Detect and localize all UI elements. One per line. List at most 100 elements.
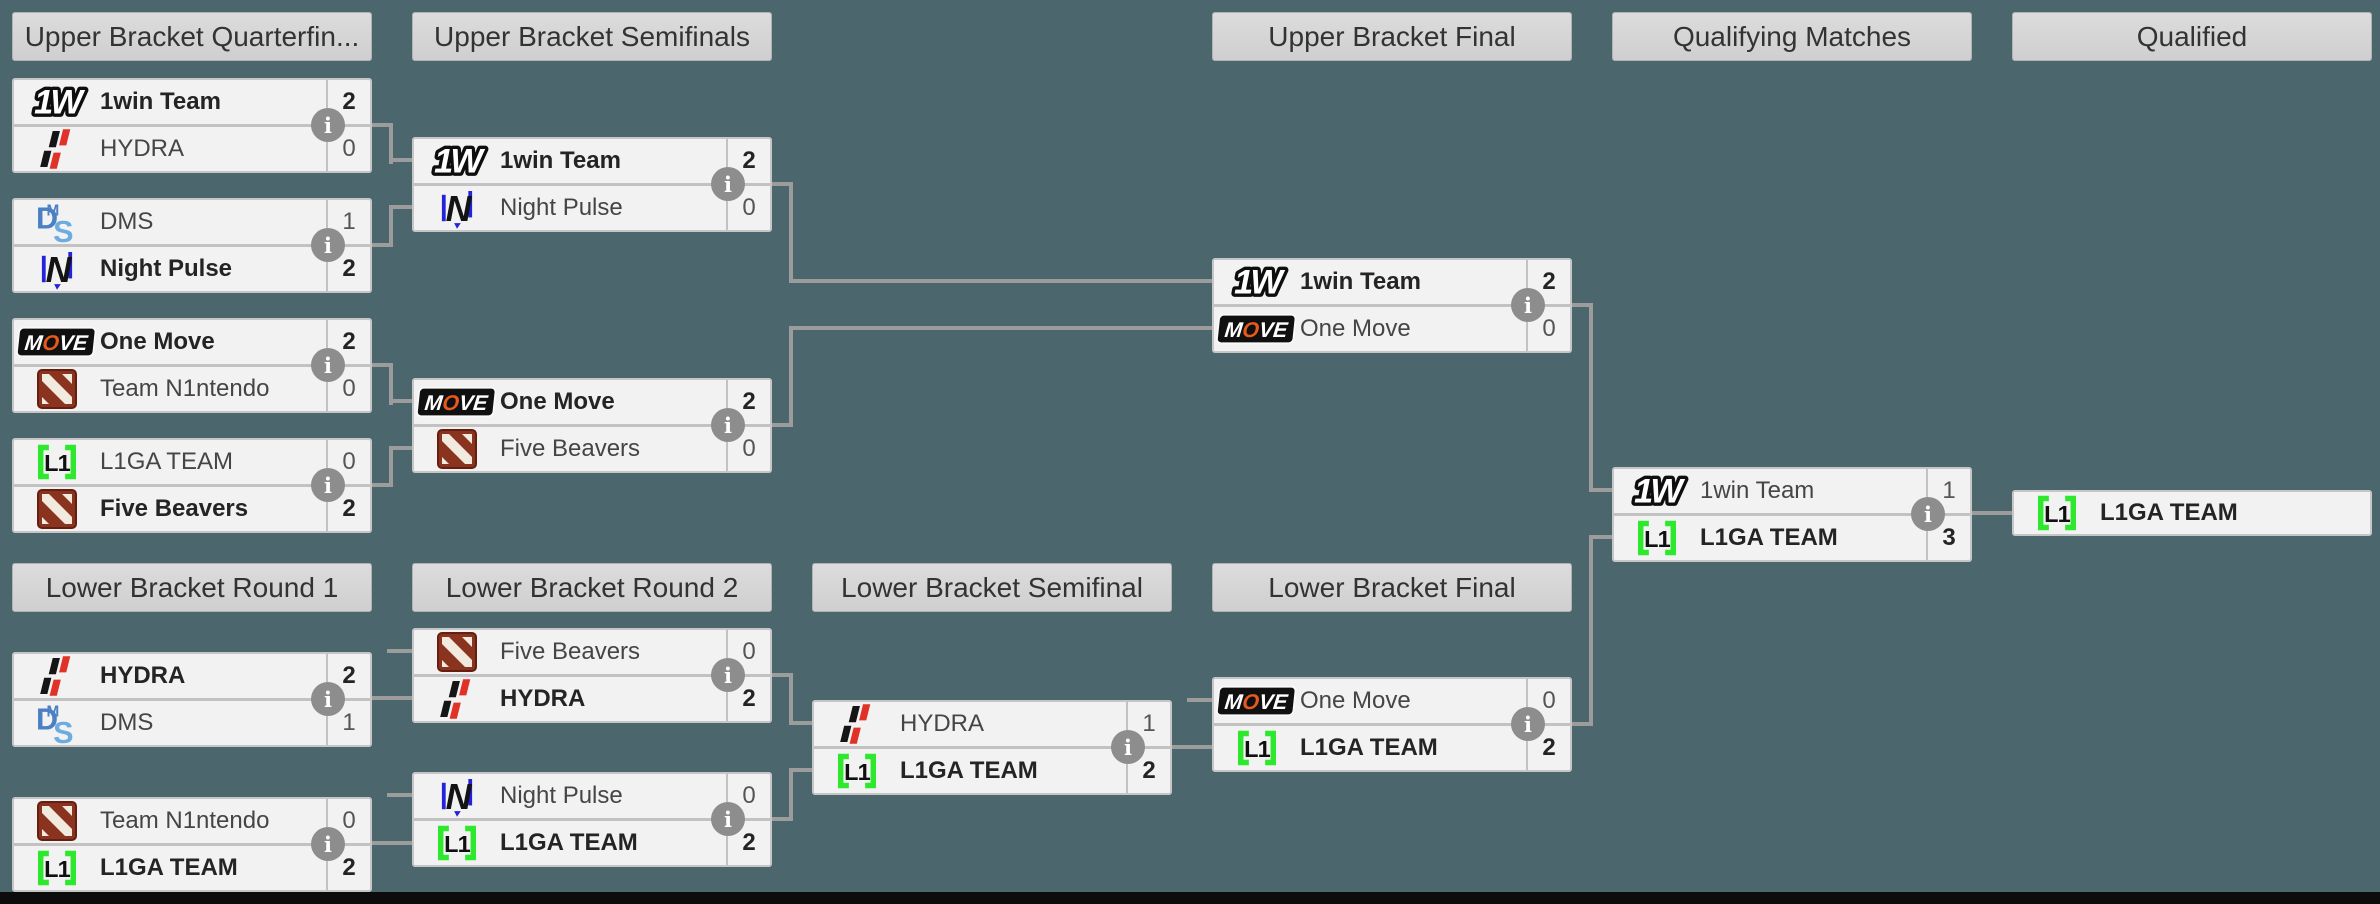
connector-line bbox=[372, 243, 393, 247]
row-divider bbox=[14, 364, 370, 367]
match-lb-round2-2[interactable]: Night Pulse 0 L1GA TEAM 2 i bbox=[412, 772, 772, 867]
connector-line bbox=[772, 673, 793, 677]
logo-dota-default-icon bbox=[14, 489, 100, 529]
info-icon[interactable]: i bbox=[311, 348, 345, 382]
team-score: 0 bbox=[1526, 307, 1570, 351]
connector-drop-stub bbox=[1187, 698, 1212, 702]
team-name: 1win Team bbox=[500, 147, 621, 174]
info-icon[interactable]: i bbox=[711, 408, 745, 442]
connector-line bbox=[1589, 488, 1612, 492]
team-score: 2 bbox=[326, 846, 370, 890]
connector-line bbox=[789, 326, 1212, 330]
team-score: 2 bbox=[326, 654, 370, 698]
team-row: Night Pulse 0 bbox=[414, 186, 770, 230]
connector-line bbox=[372, 483, 393, 487]
connector-line bbox=[389, 446, 393, 487]
team-row: 1win Team 1 bbox=[1614, 469, 1970, 513]
team-score: 3 bbox=[1926, 516, 1970, 560]
logo-hydra-icon bbox=[14, 128, 100, 170]
connector-line bbox=[789, 279, 1212, 283]
team-score: 0 bbox=[1526, 679, 1570, 723]
connector-line bbox=[372, 841, 412, 845]
team-row: L1GA TEAM 0 bbox=[14, 440, 370, 484]
match-lb-round1-1[interactable]: HYDRA 2 DMS 1 i bbox=[12, 652, 372, 747]
match-ub-quarterfinal-4[interactable]: L1GA TEAM 0 Five Beavers 2 i bbox=[12, 438, 372, 533]
connector-line bbox=[1572, 303, 1593, 307]
connector-line bbox=[389, 205, 393, 247]
logo-l1ga-icon bbox=[2014, 494, 2100, 532]
row-divider bbox=[1214, 304, 1570, 307]
info-icon[interactable]: i bbox=[1911, 497, 1945, 531]
info-icon[interactable]: i bbox=[711, 658, 745, 692]
logo-dota-default-icon bbox=[414, 429, 500, 469]
connector-line bbox=[789, 768, 793, 821]
match-ub-semifinal-2[interactable]: One Move 2 Five Beavers 0 i bbox=[412, 378, 772, 473]
team-name: L1GA TEAM bbox=[1300, 734, 1438, 761]
info-icon[interactable]: i bbox=[311, 468, 345, 502]
team-row: One Move 0 bbox=[1214, 679, 1570, 723]
info-icon[interactable]: i bbox=[1111, 730, 1145, 764]
info-icon[interactable]: i bbox=[311, 827, 345, 861]
info-icon[interactable]: i bbox=[311, 108, 345, 142]
match-ub-quarterfinal-2[interactable]: DMS 1 Night Pulse 2 i bbox=[12, 198, 372, 293]
qualified-team-box[interactable]: L1GA TEAM bbox=[2012, 490, 2372, 536]
match-lb-semifinal[interactable]: HYDRA 1 L1GA TEAM 2 i bbox=[812, 700, 1172, 795]
connector-line bbox=[1589, 535, 1593, 726]
match-ub-quarterfinal-3[interactable]: One Move 2 Team N1ntendo 0 i bbox=[12, 318, 372, 413]
team-row: 1win Team 2 bbox=[414, 139, 770, 183]
logo-move-icon bbox=[414, 386, 500, 418]
connector-line bbox=[389, 205, 412, 209]
logo-1win-icon bbox=[1214, 261, 1300, 303]
team-score: 2 bbox=[726, 139, 770, 183]
team-name: L1GA TEAM bbox=[900, 757, 1038, 784]
connector-line bbox=[1572, 722, 1593, 726]
connector-line bbox=[1172, 745, 1212, 749]
info-icon[interactable]: i bbox=[1511, 707, 1545, 741]
row-divider bbox=[414, 183, 770, 186]
connector-line bbox=[389, 399, 412, 403]
row-divider bbox=[414, 674, 770, 677]
info-icon[interactable]: i bbox=[1511, 288, 1545, 322]
match-ub-quarterfinal-1[interactable]: 1win Team 2 HYDRA 0 i bbox=[12, 78, 372, 173]
header-lower-semifinal: Lower Bracket Semifinal bbox=[812, 563, 1172, 612]
team-name: L1GA TEAM bbox=[500, 829, 638, 856]
row-divider bbox=[414, 818, 770, 821]
logo-hydra-icon bbox=[814, 703, 900, 745]
row-divider bbox=[14, 124, 370, 127]
team-score: 2 bbox=[326, 80, 370, 124]
team-name: One Move bbox=[1300, 687, 1411, 714]
team-score: 0 bbox=[326, 440, 370, 484]
team-score: 0 bbox=[726, 186, 770, 230]
info-icon[interactable]: i bbox=[311, 682, 345, 716]
team-row: DMS 1 bbox=[14, 200, 370, 244]
team-name: Night Pulse bbox=[100, 255, 233, 282]
info-icon[interactable]: i bbox=[711, 802, 745, 836]
match-lb-final[interactable]: One Move 0 L1GA TEAM 2 i bbox=[1212, 677, 1572, 772]
match-ub-semifinal-1[interactable]: 1win Team 2 Night Pulse 0 i bbox=[412, 137, 772, 232]
match-lb-round1-2[interactable]: Team N1ntendo 0 L1GA TEAM 2 i bbox=[12, 797, 372, 892]
connector-line bbox=[1589, 535, 1612, 539]
team-score: 2 bbox=[1526, 726, 1570, 770]
team-row: L1GA TEAM 2 bbox=[1214, 726, 1570, 770]
row-divider bbox=[1614, 513, 1970, 516]
team-name: 1win Team bbox=[1700, 477, 1815, 504]
connector-line bbox=[789, 182, 793, 283]
team-score: 1 bbox=[326, 701, 370, 745]
info-icon[interactable]: i bbox=[711, 167, 745, 201]
team-score: 0 bbox=[726, 630, 770, 674]
connector-line bbox=[1589, 303, 1593, 492]
match-ub-final[interactable]: 1win Team 2 One Move 0 i bbox=[1212, 258, 1572, 353]
team-score: 2 bbox=[726, 821, 770, 865]
team-name: HYDRA bbox=[900, 710, 985, 737]
header-upper-semifinals: Upper Bracket Semifinals bbox=[412, 12, 772, 61]
team-score: 0 bbox=[326, 127, 370, 171]
match-lb-round2-1[interactable]: Five Beavers 0 HYDRA 2 i bbox=[412, 628, 772, 723]
team-name: Team N1ntendo bbox=[100, 807, 270, 834]
info-icon[interactable]: i bbox=[311, 228, 345, 262]
team-row: Team N1ntendo 0 bbox=[14, 799, 370, 843]
team-row: Five Beavers 0 bbox=[414, 630, 770, 674]
connector-line bbox=[389, 446, 412, 450]
match-qualifying[interactable]: 1win Team 1 L1GA TEAM 3 i bbox=[1612, 467, 1972, 562]
team-score: 1 bbox=[326, 200, 370, 244]
